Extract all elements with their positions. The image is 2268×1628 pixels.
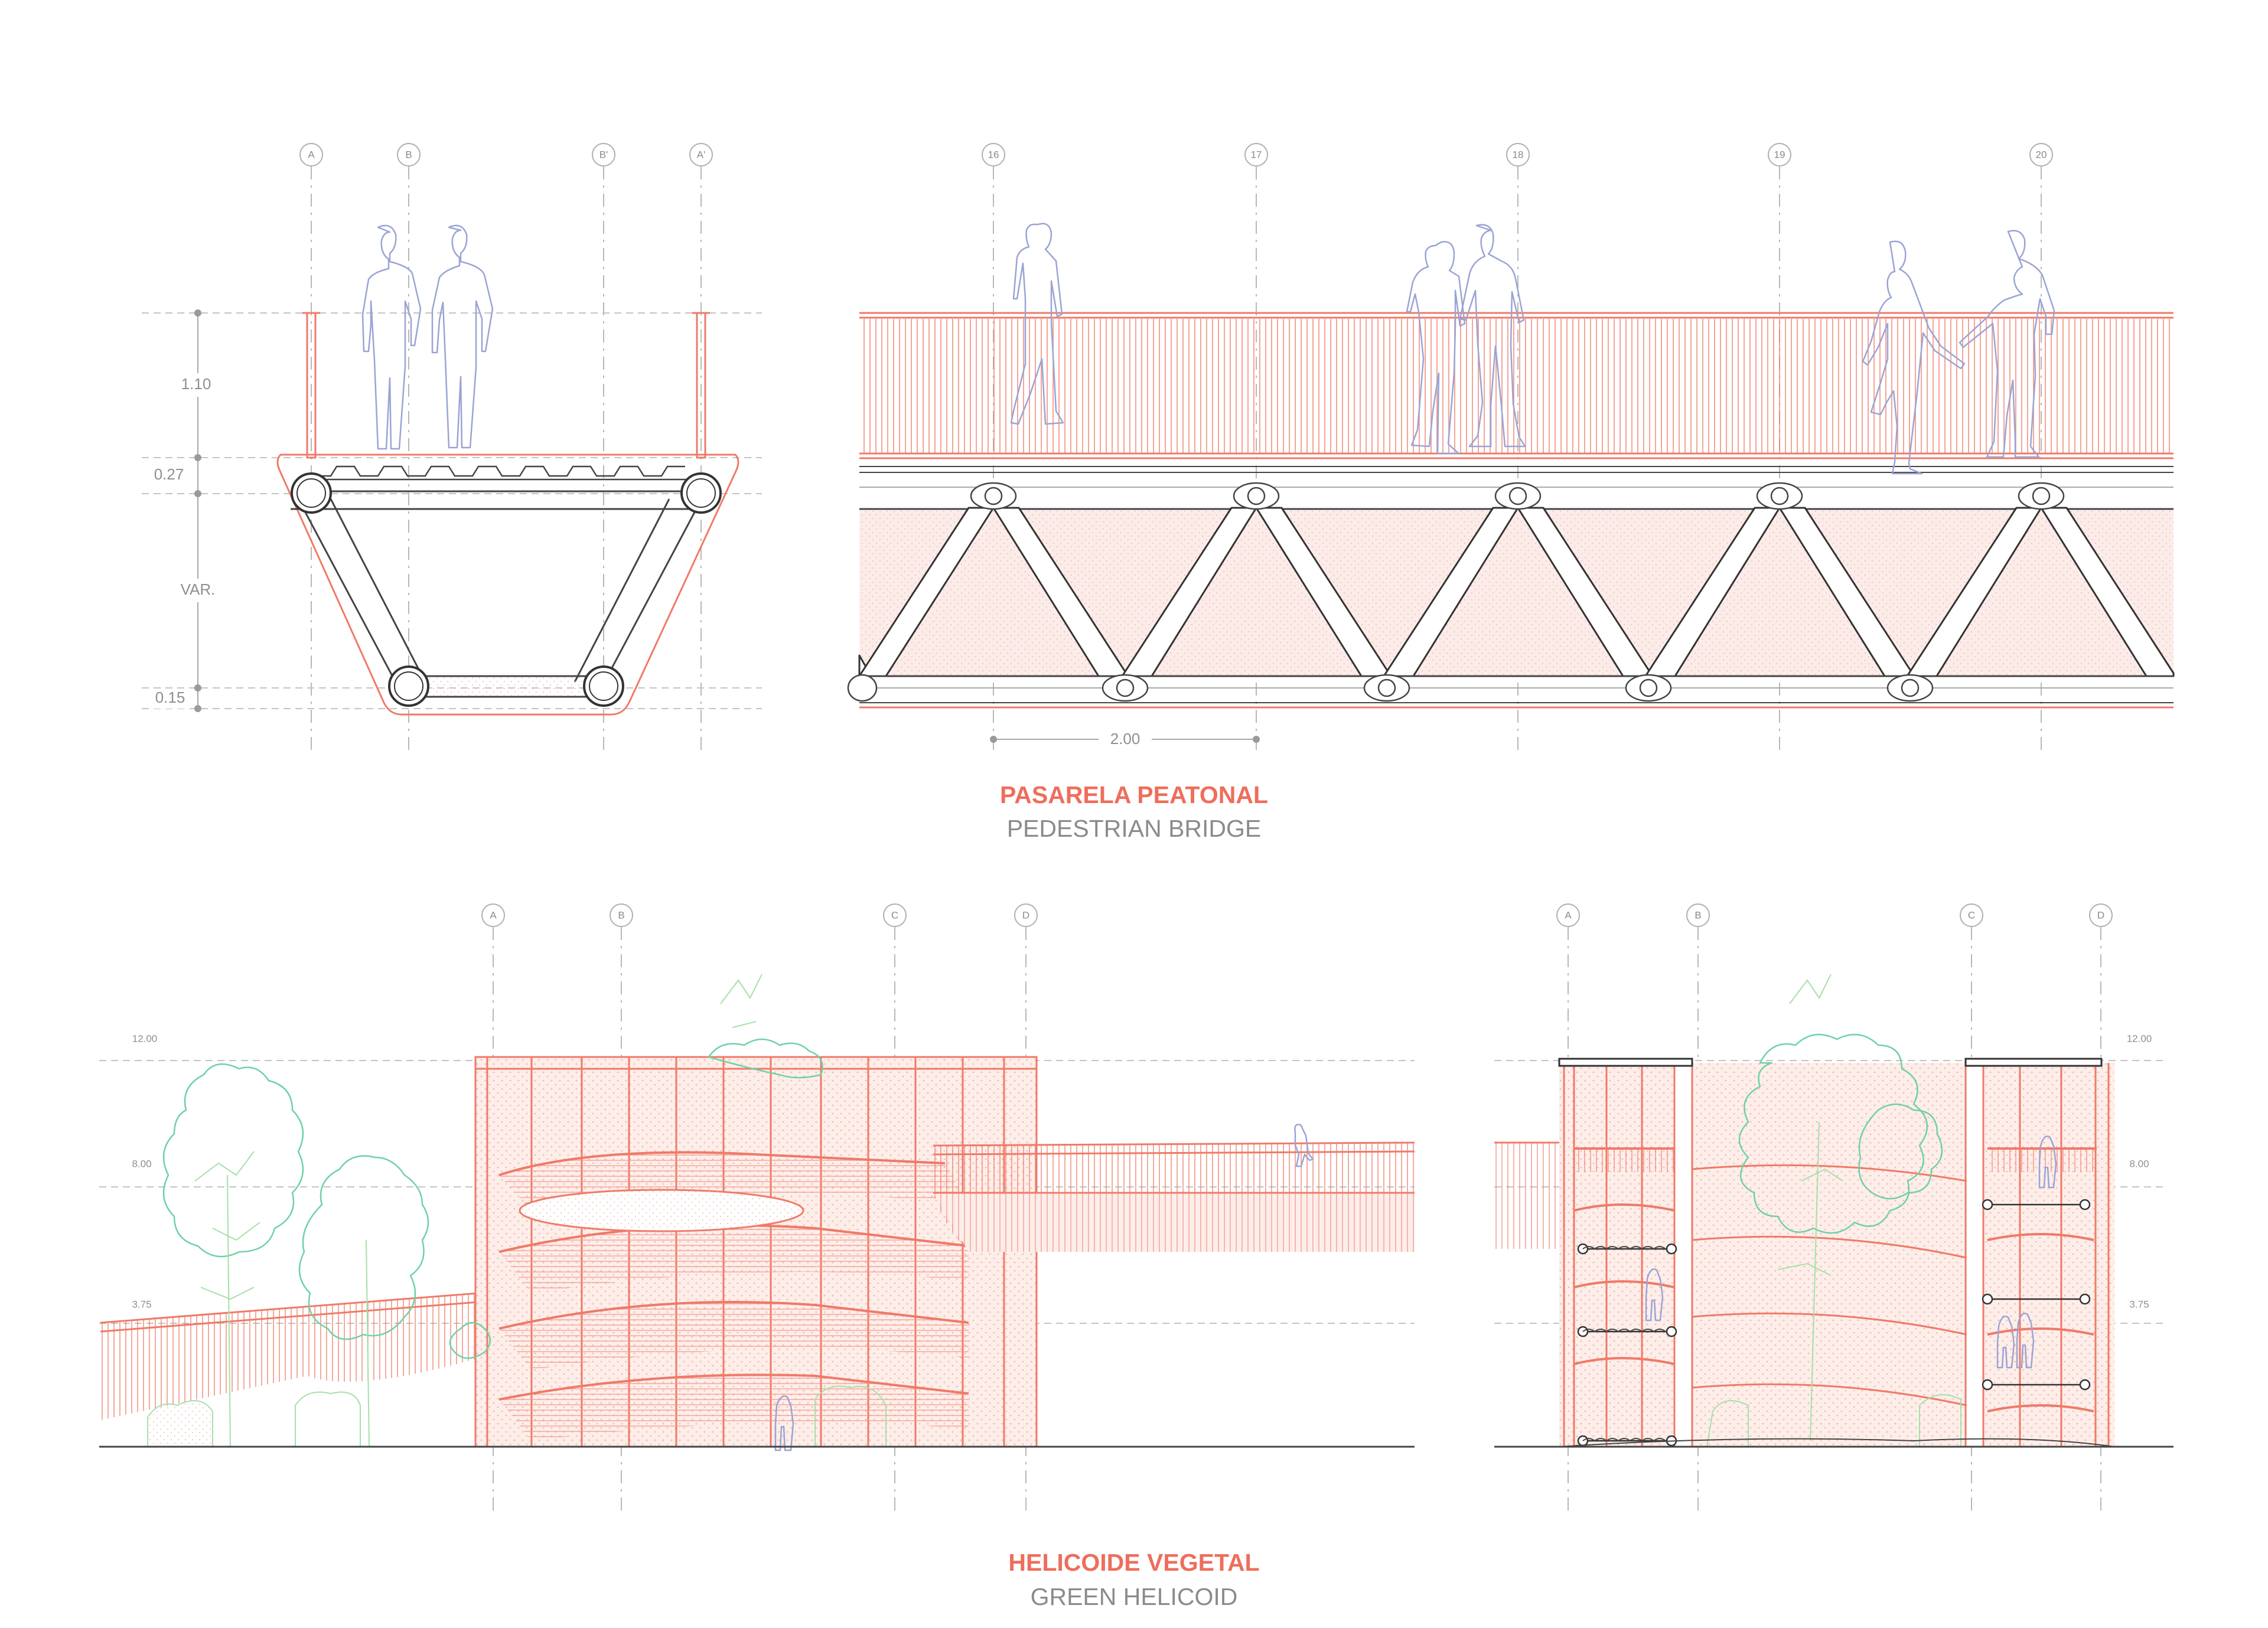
grid-tag: A' <box>689 143 713 167</box>
grid-tag: B <box>610 903 633 927</box>
level-12: 12.00 <box>2127 1033 2152 1044</box>
grid-label: B <box>1695 909 1701 921</box>
grid-label: C <box>1968 909 1975 921</box>
grid-label: A <box>308 149 315 160</box>
dim-variable-depth: VAR. <box>181 580 216 598</box>
helicoid-title-es: HELICOIDE VEGETAL <box>1008 1549 1259 1576</box>
truss-diagonals <box>858 507 2175 677</box>
level-8: 8.00 <box>132 1158 151 1169</box>
person-figure <box>2038 1136 2057 1189</box>
grid-label: B <box>405 149 412 160</box>
person-figure <box>1996 1316 2015 1369</box>
bridge-title-es: PASARELA PEATONAL <box>1000 781 1268 808</box>
people-figures-bridge <box>1010 223 2055 475</box>
bridge-railing <box>859 312 2174 459</box>
grid-tag: D <box>2089 903 2113 927</box>
dim-deck-thickness: 0.27 <box>154 465 184 483</box>
level-3-75: 3.75 <box>132 1299 151 1310</box>
person-figure <box>2016 1313 2035 1369</box>
grid-label: 17 <box>1251 149 1262 160</box>
grid-label: 16 <box>988 149 999 160</box>
trees-elevation <box>147 974 887 1447</box>
level-8: 8.00 <box>2129 1158 2149 1169</box>
dim-span: 2.00 <box>1110 730 1140 748</box>
grid-label: D <box>2097 909 2104 921</box>
grid-label: A <box>490 909 497 921</box>
grid-label: 18 <box>1513 149 1524 160</box>
span-dimension: 2.00 <box>990 729 1260 750</box>
grid-label: B' <box>599 149 608 160</box>
grid-tag: C <box>883 903 907 927</box>
section-ramp-landings <box>1573 1147 2097 1447</box>
helicoid-bridge-deck <box>933 1141 1415 1252</box>
grid-tag: 20 <box>2029 143 2053 167</box>
grid-tag: 18 <box>1506 143 1530 167</box>
bridge-elevation: 16 17 18 19 20 <box>847 143 2175 750</box>
grid-tag: A <box>1556 903 1580 927</box>
grid-tag: 19 <box>1768 143 1791 167</box>
helicoid-ramps <box>498 1151 969 1441</box>
grid-label: D <box>1022 909 1029 921</box>
grid-label: 20 <box>2036 149 2047 160</box>
grid-tag: 16 <box>982 143 1005 167</box>
helicoid-title-en: GREEN HELICOID <box>1031 1583 1238 1610</box>
person-figure <box>1294 1124 1314 1167</box>
bridge-title-en: PEDESTRIAN BRIDGE <box>1007 815 1262 842</box>
truss-bottom-nodes <box>847 674 1934 702</box>
people-figures-section <box>361 224 494 450</box>
grid-tag: D <box>1014 903 1038 927</box>
level-3-75: 3.75 <box>2129 1299 2149 1310</box>
grid-label: A <box>1565 909 1572 921</box>
dim-railing-height: 1.10 <box>181 375 211 393</box>
grid-label: C <box>891 909 898 921</box>
truss-top-nodes <box>970 482 2065 510</box>
grid-tag: A <box>299 143 323 167</box>
grid-label: 19 <box>1774 149 1785 160</box>
tree-section <box>1706 974 1961 1447</box>
grid-tag: C <box>1960 903 1983 927</box>
grid-tag: A <box>481 903 505 927</box>
grid-tag: B <box>397 143 421 167</box>
helicoid-elevation: A B C D 12.00 8.00 3.75 <box>99 903 1415 1512</box>
level-12: 12.00 <box>132 1033 158 1044</box>
grid-label: B <box>618 909 624 921</box>
grid-tag: B' <box>592 143 615 167</box>
person-figure <box>1645 1268 1664 1322</box>
helicoid-section: A B C D 12.00 8.00 3.75 <box>1494 903 2174 1512</box>
grid-tag: 17 <box>1244 143 1268 167</box>
dim-bottom-chord: 0.15 <box>155 689 185 706</box>
vertical-dimension-chain: 1.10 0.27 VAR. 0.15 <box>148 309 223 712</box>
bridge-cross-section: A B B' A' 1.10 0.27 VAR. 0.15 <box>142 143 762 750</box>
grid-tag: B <box>1686 903 1710 927</box>
person-figure <box>774 1395 794 1451</box>
grid-label: A' <box>697 149 706 160</box>
